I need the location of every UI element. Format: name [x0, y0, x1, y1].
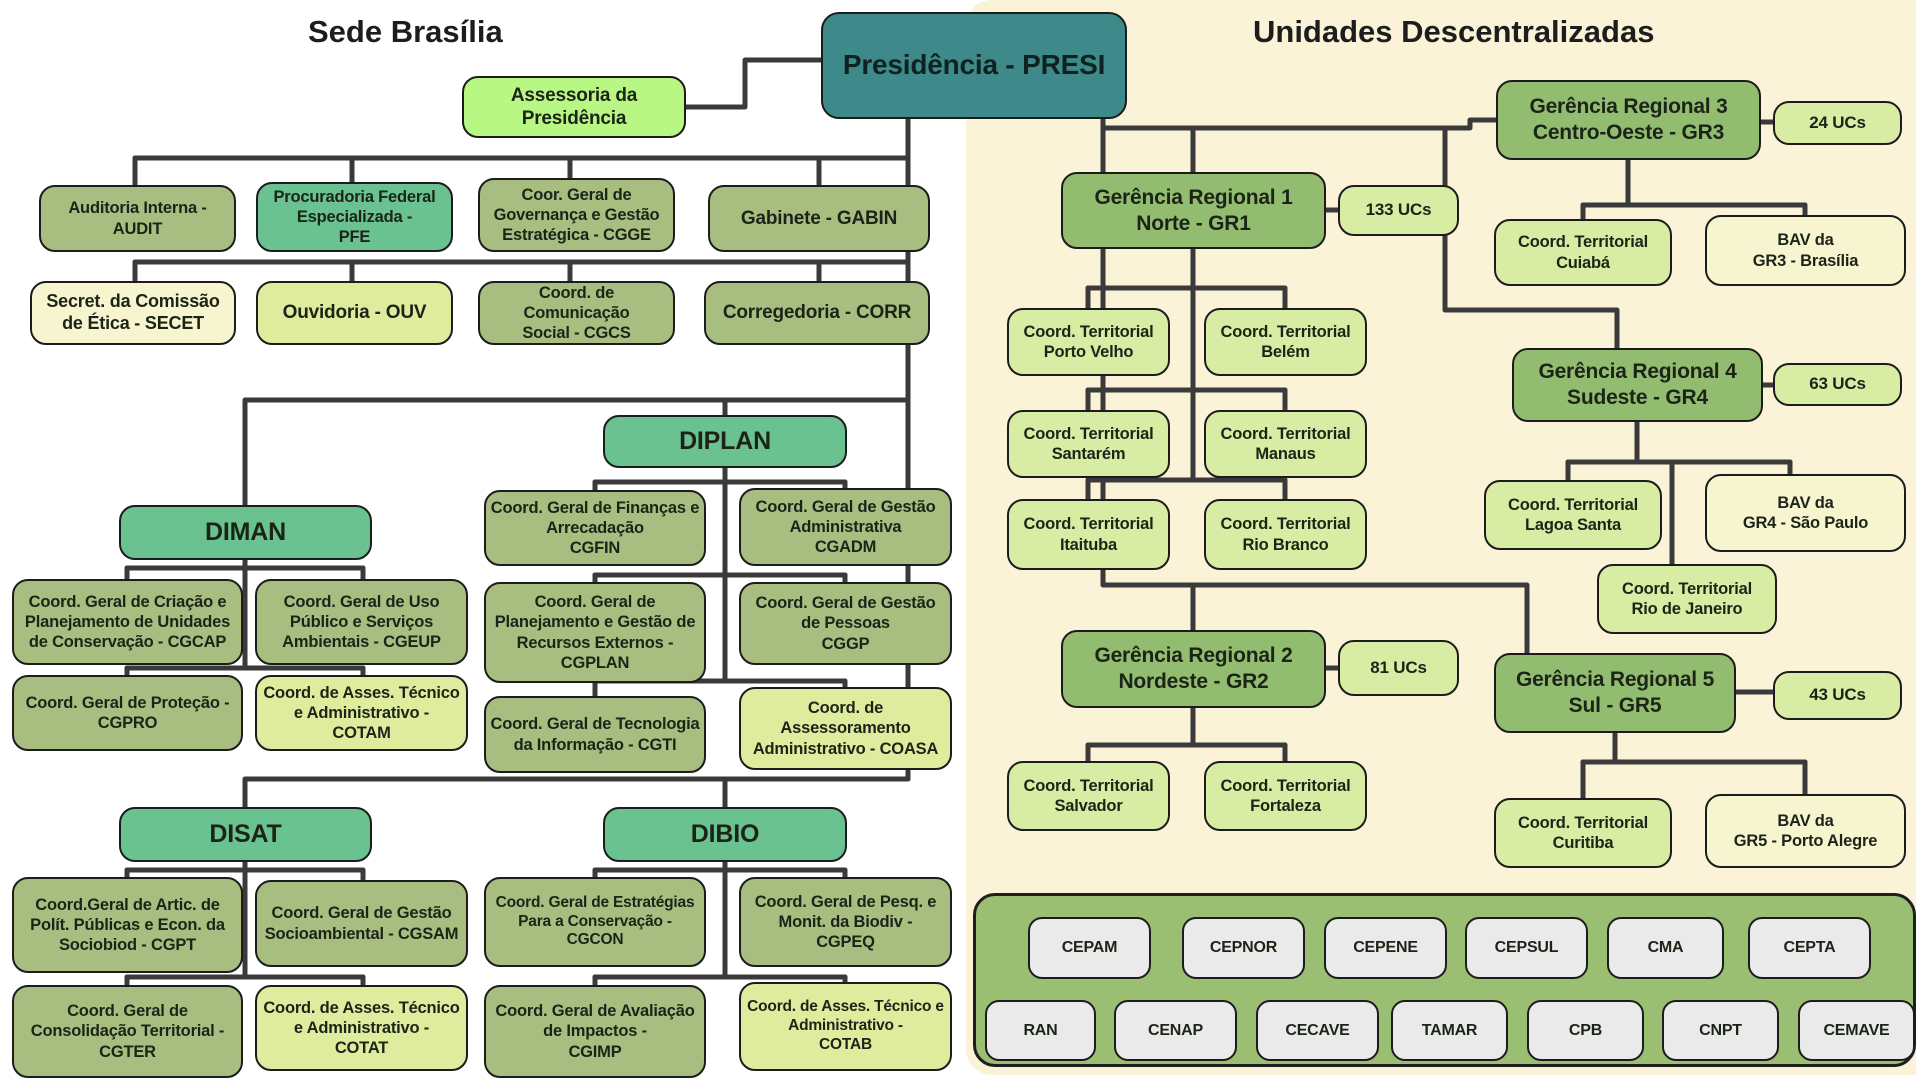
- node-secet: Secret. da Comissão de Ética - SECET: [30, 281, 236, 345]
- node-cgeup: Coord. Geral de Uso Público e Serviços A…: [255, 579, 468, 665]
- node-cotam: Coord. de Asses. Técnico e Administrativ…: [255, 675, 468, 751]
- node-cgter: Coord. Geral de Consolidação Territorial…: [12, 985, 243, 1078]
- node-cgpt: Coord.Geral de Artic. de Polít. Públicas…: [12, 877, 243, 973]
- node-cepsul: CEPSUL: [1465, 917, 1588, 979]
- node-corr: Corregedoria - CORR: [704, 281, 930, 345]
- node-gr4: Gerência Regional 4 Sudeste - GR4: [1512, 348, 1763, 422]
- node-diplan: DIPLAN: [603, 415, 847, 468]
- node-ct-manaus: Coord. Territorial Manaus: [1204, 410, 1367, 478]
- node-cepnor: CEPNOR: [1182, 917, 1305, 979]
- node-ct-rio-branco: Coord. Territorial Rio Branco: [1204, 499, 1367, 570]
- node-cemave: CEMAVE: [1798, 1000, 1915, 1061]
- node-audit: Auditoria Interna - AUDIT: [39, 185, 236, 252]
- node-cgcon: Coord. Geral de Estratégias Para a Conse…: [484, 877, 706, 967]
- section-title-unidades-descentralizadas: Unidades Descentralizadas: [1253, 14, 1655, 49]
- section-title-sede-brasilia: Sede Brasília: [308, 14, 503, 49]
- node-gr4-ucs: 63 UCs: [1773, 363, 1902, 406]
- node-dibio: DIBIO: [603, 807, 847, 862]
- node-bav-gr5: BAV da GR5 - Porto Alegre: [1705, 794, 1906, 868]
- node-diman: DIMAN: [119, 505, 372, 560]
- node-presidencia: Presidência - PRESI: [821, 12, 1127, 119]
- node-cepene: CEPENE: [1324, 917, 1447, 979]
- node-cnpt: CNPT: [1662, 1000, 1779, 1061]
- node-cepam: CEPAM: [1028, 917, 1151, 979]
- node-cgsam: Coord. Geral de Gestão Socioambiental - …: [255, 880, 468, 967]
- node-gr1: Gerência Regional 1 Norte - GR1: [1061, 172, 1326, 249]
- node-assessoria: Assessoria da Presidência: [462, 76, 686, 138]
- node-ouv: Ouvidoria - OUV: [256, 281, 453, 345]
- node-cenap: CENAP: [1114, 1000, 1237, 1061]
- node-ct-itaituba: Coord. Territorial Itaituba: [1007, 499, 1170, 570]
- node-cgge: Coor. Geral de Governança e Gestão Estra…: [478, 178, 675, 252]
- node-gr2-ucs: 81 UCs: [1338, 640, 1459, 696]
- node-ct-lagoa-santa: Coord. Territorial Lagoa Santa: [1484, 480, 1662, 550]
- node-cgcap: Coord. Geral de Criação e Planejamento d…: [12, 579, 243, 665]
- node-ct-fortaleza: Coord. Territorial Fortaleza: [1204, 761, 1367, 831]
- node-cecave: CECAVE: [1256, 1000, 1379, 1061]
- node-disat: DISAT: [119, 807, 372, 862]
- node-ct-santarem: Coord. Territorial Santarém: [1007, 410, 1170, 478]
- node-coasa: Coord. de Assessoramento Administrativo …: [739, 687, 952, 770]
- node-bav-gr3: BAV da GR3 - Brasília: [1705, 215, 1906, 286]
- node-ct-cuiaba: Coord. Territorial Cuiabá: [1494, 219, 1672, 286]
- node-cpb: CPB: [1527, 1000, 1644, 1061]
- node-ran: RAN: [985, 1000, 1096, 1061]
- node-gr3: Gerência Regional 3 Centro-Oeste - GR3: [1496, 80, 1761, 160]
- node-gr3-ucs: 24 UCs: [1773, 101, 1902, 145]
- node-cgimp: Coord. Geral de Avaliação de Impactos - …: [484, 985, 706, 1078]
- node-cgpeq: Coord. Geral de Pesq. e Monit. da Biodiv…: [739, 877, 952, 967]
- node-ct-belem: Coord. Territorial Belém: [1204, 308, 1367, 376]
- node-cgcs: Coord. de Comunicação Social - CGCS: [478, 281, 675, 345]
- node-tamar: TAMAR: [1391, 1000, 1508, 1061]
- node-cotat: Coord. de Asses. Técnico e Administrativ…: [255, 985, 468, 1071]
- node-gr5-ucs: 43 UCs: [1773, 671, 1902, 720]
- node-ct-porto-velho: Coord. Territorial Porto Velho: [1007, 308, 1170, 376]
- node-cma: CMA: [1607, 917, 1724, 979]
- node-gr5: Gerência Regional 5 Sul - GR5: [1494, 653, 1736, 733]
- node-cotab: Coord. de Asses. Técnico e Administrativ…: [739, 982, 952, 1071]
- node-cgti: Coord. Geral de Tecnologia da Informação…: [484, 696, 706, 773]
- node-gabin: Gabinete - GABIN: [708, 185, 930, 252]
- node-gr2: Gerência Regional 2 Nordeste - GR2: [1061, 630, 1326, 708]
- node-cepta: CEPTA: [1748, 917, 1871, 979]
- node-ct-salvador: Coord. Territorial Salvador: [1007, 761, 1170, 831]
- node-pfe: Procuradoria Federal Especializada - PFE: [256, 182, 453, 252]
- node-ct-curitiba: Coord. Territorial Curitiba: [1494, 798, 1672, 868]
- node-cgplan: Coord. Geral de Planejamento e Gestão de…: [484, 582, 706, 683]
- node-bav-gr4: BAV da GR4 - São Paulo: [1705, 474, 1906, 552]
- node-cgfin: Coord. Geral de Finanças e Arrecadação C…: [484, 490, 706, 566]
- node-cgadm: Coord. Geral de Gestão Administrativa CG…: [739, 488, 952, 566]
- node-cggp: Coord. Geral de Gestão de Pessoas CGGP: [739, 582, 952, 665]
- node-ct-rio-de-janeiro: Coord. Territorial Rio de Janeiro: [1597, 564, 1777, 634]
- node-gr1-ucs: 133 UCs: [1338, 185, 1459, 236]
- node-cgpro: Coord. Geral de Proteção - CGPRO: [12, 675, 243, 751]
